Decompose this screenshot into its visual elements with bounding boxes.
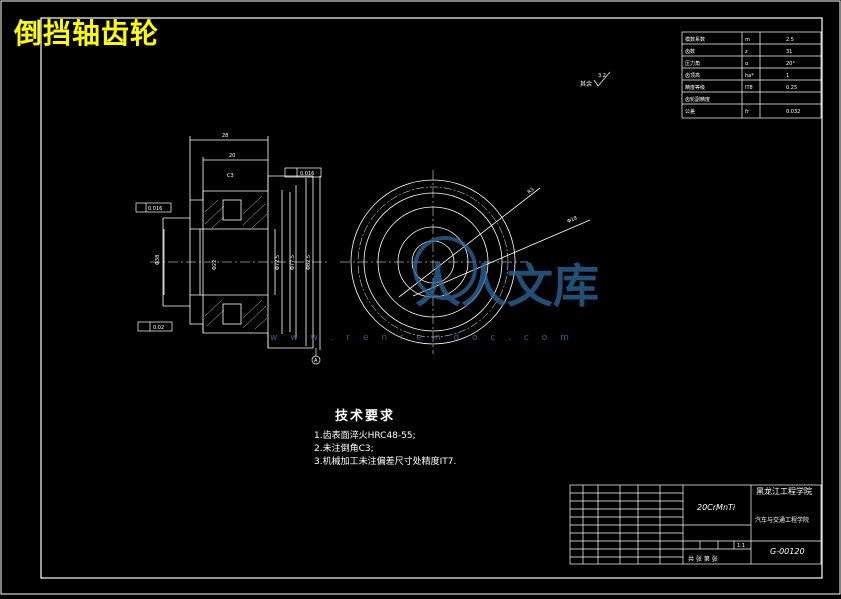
- title-block: [569, 484, 822, 565]
- param-name: 公差: [685, 108, 695, 115]
- parallel-value: 0.02: [153, 325, 164, 331]
- param-symbol: z: [745, 49, 748, 55]
- dim-hub: Φ38: [155, 255, 161, 265]
- project-name: 汽车与交通工程学院: [755, 516, 809, 524]
- tech-requirement-item: 2.未注倒角C3;: [314, 444, 374, 454]
- watermark-logo: 人人文库: [413, 236, 599, 313]
- tech-requirements-heading: 技术要求: [335, 409, 396, 424]
- param-symbol: fr: [745, 109, 750, 115]
- param-name: 齿顶高: [685, 72, 700, 79]
- material-text: 20CrMnTi: [697, 503, 736, 512]
- param-name: 精度等级: [685, 84, 705, 91]
- param-name: 压力角: [685, 60, 700, 67]
- drawing-title: 倒挡轴齿轮: [14, 17, 160, 50]
- tolerance-frame-top: [284, 167, 322, 178]
- tolerance-frame-left: [135, 202, 172, 213]
- watermark-brand: 人人文库: [415, 259, 599, 313]
- param-symbol: α: [745, 61, 749, 67]
- param-value: 0.25: [786, 85, 797, 91]
- param-value: 0.032: [786, 109, 800, 115]
- roughness-symbol: [593, 71, 611, 87]
- param-symbol: m: [745, 37, 750, 43]
- gear-front-view: [340, 170, 591, 354]
- dim-inner-width: 20: [229, 153, 235, 159]
- dim-chamfer: C3: [227, 173, 234, 179]
- dim-root: Φ77.5: [290, 255, 296, 270]
- dim-overall-width: 28: [222, 133, 228, 139]
- inner-frame: [40, 17, 823, 579]
- school-name: 黑龙江工程学院: [756, 486, 812, 496]
- param-value: 20°: [786, 61, 795, 67]
- runout-value: 0.016: [300, 171, 314, 177]
- tolerance-frame-bottom: [137, 321, 173, 332]
- roughness-value: 3.2: [598, 73, 606, 79]
- param-name: 模数系数: [685, 36, 705, 43]
- dim-pitch: Φ82.5: [306, 255, 312, 270]
- tech-requirements-list: 1.齿表面淬火HRC48-55; 2.未注倒角C3; 3.机械加工未注偏差尺寸处…: [314, 430, 456, 469]
- tolerance-left-value: 0.016: [148, 206, 162, 212]
- param-value: 2.5: [786, 37, 794, 43]
- dim-tooth: Φ72.5: [275, 255, 281, 270]
- tech-requirement-item: 3.机械加工未注偏差尺寸处精度IT7.: [314, 457, 457, 467]
- param-name: 齿轮副精度: [685, 96, 710, 103]
- gear-parameter-values: 模数系数 m 2.5 齿数 z 31 压力角 α 20° 齿顶高 ha* 1 精度等级 IT8 0.25 齿轮…: [685, 36, 800, 115]
- datum-symbol: [311, 348, 321, 365]
- param-value: 31: [786, 49, 792, 55]
- gear-parameter-table: [681, 31, 822, 119]
- datum-letter: A: [314, 358, 318, 364]
- section-hatching: [204, 195, 268, 330]
- dim-radius2: Φ18: [566, 215, 578, 225]
- roughness-note: 其余: [580, 80, 592, 88]
- sheet-label: 共 张 第 张: [688, 555, 718, 563]
- watermark-url: w w w . r e n r e n d o c . c o m: [270, 333, 574, 343]
- param-value: 1: [786, 73, 789, 79]
- dim-radius1: R3: [527, 187, 536, 196]
- drawing-number: G-00120: [770, 547, 805, 556]
- scale-value: 1:1: [737, 543, 745, 549]
- dim-bore: Φ22: [212, 260, 218, 270]
- param-symbol: IT8: [745, 85, 753, 91]
- gear-section-view: [150, 136, 330, 350]
- tech-requirement-item: 1.齿表面淬火HRC48-55;: [314, 431, 416, 441]
- param-symbol: ha*: [745, 73, 754, 79]
- param-name: 齿数: [685, 48, 695, 55]
